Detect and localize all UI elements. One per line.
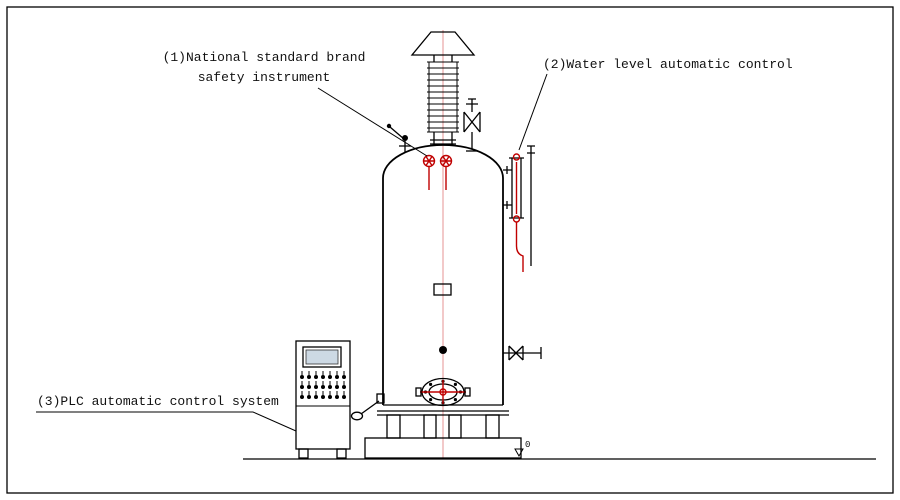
blowdown-valve-symbol [508,345,524,361]
steam-valve-top [466,98,478,112]
sight-glass [433,283,452,296]
handwheel-stems [428,166,447,190]
label1-line1: (1)National standard brand [163,50,366,65]
label1-line2: safety instrument [198,70,331,85]
safety-valve-cap [402,135,408,141]
main-steam-valve [463,98,481,152]
shell-walls [382,178,504,405]
foundation-slab [364,437,522,459]
cabinet-buttons [300,371,346,399]
handwheel-right-spokes [440,156,452,166]
cabinet-body [295,340,351,450]
handle-mount [376,393,385,404]
handwheel-left-spokes [423,156,435,166]
support-foot [485,414,500,439]
screen-bezel [302,346,342,368]
dome-head [382,144,504,179]
gauge-drain-pipe [515,222,524,272]
stack-base-flange [430,132,456,146]
gauge-top-cock [512,153,521,161]
handle-loop [350,411,364,421]
gauge-columns [509,157,524,219]
frame-border [6,6,894,494]
cabinet-foot-left [298,448,309,459]
gauge-bottom-cock [512,215,521,223]
label3: (3)PLC automatic control system [37,394,279,409]
leader-label1 [317,87,428,157]
support-foot [448,414,462,439]
manhole-red-hub [439,388,447,396]
water-level-gauge [503,145,535,272]
water-column-pipe [527,145,535,266]
support-foot [423,414,437,439]
leader-label2 [518,73,548,151]
manhole [415,377,471,407]
lever-ball [386,123,392,129]
boiler-base: 0 [364,414,530,459]
datum-mark: 0 [514,440,530,458]
datum-triangle [514,448,524,458]
gauge-mount-arms [503,166,512,209]
burner-handle [350,393,385,421]
leader-label3 [36,411,297,432]
manhole-red-cross [420,380,466,404]
cap-neck [433,55,453,62]
chimney-stack [410,31,476,146]
annotations: (1)National standard brand safety instru… [37,50,793,409]
manhole-lug-right [464,387,471,397]
chimney-rain-cap [410,31,476,56]
support-foot [386,414,401,439]
blowdown-valve [503,345,542,361]
datum-zero-label: 0 [525,440,530,450]
steam-handwheel-valves [422,154,453,190]
plc-control-cabinet [295,340,351,459]
label2: (2)Water level automatic control [543,57,793,72]
manhole-lug-left [415,387,422,397]
handle-arm [360,400,380,415]
leader-lines [36,73,548,432]
finned-flue-stack [427,61,459,133]
cabinet-screen [305,349,339,365]
shell-fitting-dot [439,346,447,354]
safety-valve [386,123,411,152]
cabinet-foot-right [336,448,347,459]
safety-valve-lever [389,126,405,140]
gate-valve-symbol [463,111,481,133]
